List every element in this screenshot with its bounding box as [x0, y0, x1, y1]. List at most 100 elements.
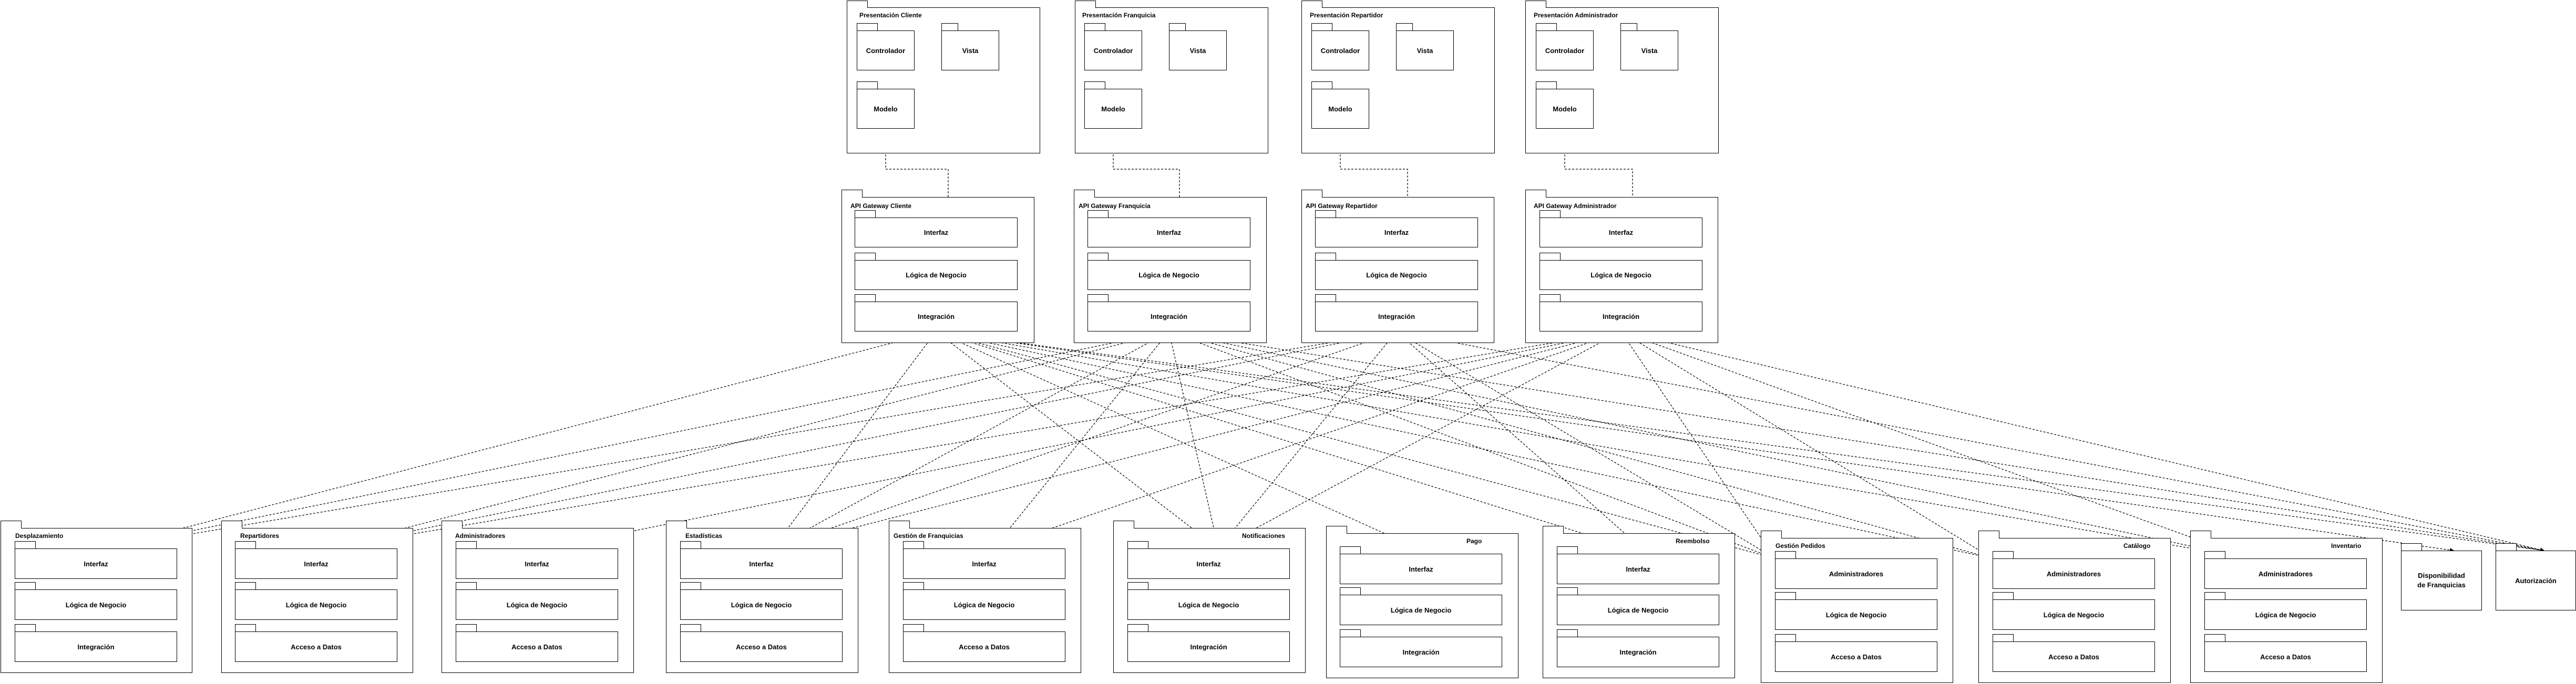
gateway-to-service-arrow	[546, 331, 1621, 550]
package-tab	[2190, 531, 2211, 538]
view-box: Vista	[941, 30, 999, 70]
package-tab	[1557, 587, 1578, 595]
package-tab	[903, 624, 924, 631]
package-tab	[1169, 23, 1186, 30]
gateway-to-service-arrow	[772, 331, 1621, 550]
gateway-to-service-arrow	[936, 331, 1219, 549]
package-title: Repartidores	[240, 532, 280, 540]
gateway-to-service-arrow	[1620, 331, 2544, 552]
gateway-to-service-arrow	[1168, 331, 1993, 559]
package-tab	[1775, 634, 1796, 641]
package-tab	[1993, 592, 2014, 599]
gateway-to-service-arrow	[993, 331, 1621, 550]
package-tab	[1127, 541, 1148, 548]
package-title: API Gateway Cliente	[850, 202, 912, 210]
layer-box: Lógica de Negocio	[1127, 589, 1290, 620]
package-tab	[666, 521, 687, 528]
layer-box: Lógica de Negocio	[1557, 595, 1719, 625]
layer-interfaz-box: Interfaz	[1540, 217, 1702, 247]
gateway-to-service-arrow	[1620, 331, 2250, 559]
package-tab	[1993, 551, 2014, 558]
layer-logica-box: Lógica de Negocio	[1087, 260, 1250, 290]
gateway-to-service-arrow	[772, 331, 1169, 549]
layer-interfaz-box: Interfaz	[855, 217, 1018, 247]
package-tab	[2204, 551, 2225, 558]
layer-box: Lógica de Negocio	[456, 589, 618, 620]
view-box: Vista	[1169, 30, 1227, 70]
package-tab	[1087, 253, 1109, 260]
package-tab	[841, 190, 863, 198]
package-tab	[1311, 81, 1332, 89]
package-tab	[1340, 546, 1361, 554]
layer-box: Interfaz	[15, 548, 177, 579]
gateway-to-service-arrow	[772, 331, 937, 549]
view-box: Vista	[1396, 30, 1454, 70]
package-tab	[1775, 592, 1796, 599]
package-title: Administradores	[455, 532, 506, 540]
gateway-to-service-arrow	[936, 331, 1430, 554]
package-tab	[1557, 629, 1578, 637]
model-box: Modelo	[1536, 89, 1594, 129]
gateway-to-service-arrow	[936, 331, 1993, 560]
package-tab	[680, 624, 701, 631]
package-tab	[1315, 253, 1336, 260]
package-title: API Gateway Repartidor	[1306, 202, 1378, 210]
layer-box: Acceso a Datos	[903, 631, 1065, 662]
layer-box: Acceso a Datos	[1775, 641, 1937, 672]
package-title: API Gateway Franquicia	[1079, 202, 1151, 210]
layer-integracion-box: Integración	[855, 302, 1018, 331]
package-tab	[1075, 1, 1096, 8]
package-title: Presentación Administrador	[1534, 12, 1618, 19]
model-box: Modelo	[1311, 89, 1369, 129]
layer-box: Interfaz	[456, 548, 618, 579]
package-tab	[1084, 23, 1105, 30]
package-title: Presentación Cliente	[859, 12, 922, 19]
layer-box: Lógica de Negocio	[1340, 595, 1502, 625]
gateway-to-service-arrow	[325, 331, 1621, 550]
package-title: Presentación Repartidor	[1310, 12, 1383, 19]
package-tab	[1074, 190, 1095, 198]
package-tab	[221, 521, 242, 528]
gateway-to-service-arrow	[325, 331, 1169, 550]
package-tab	[442, 521, 463, 528]
package-tab	[456, 624, 477, 631]
layer-box: Interfaz	[1340, 554, 1502, 584]
package-tab	[1993, 634, 2014, 641]
layer-box: Interfaz	[235, 548, 397, 579]
layer-box: Integración	[1127, 631, 1290, 662]
gateway-to-service-arrow	[936, 331, 2544, 553]
layer-integracion-box: Integración	[1315, 302, 1478, 331]
layer-box: Acceso a Datos	[680, 631, 843, 662]
layer-box: Lógica de Negocio	[235, 589, 397, 620]
package-title: Pago	[1466, 537, 1482, 545]
layer-box: Lógica de Negocio	[1993, 599, 2155, 630]
gateway-to-service-arrow	[993, 331, 1169, 549]
package-tab	[1396, 23, 1413, 30]
gateway-to-service-arrow	[105, 331, 1169, 550]
package-tab	[235, 624, 256, 631]
package-tab	[889, 521, 910, 528]
package-title: Estadísticas	[685, 532, 723, 540]
package-autorizacion: Autorización	[2496, 551, 2576, 610]
package-tab	[1, 521, 22, 528]
package-tab	[1525, 1, 1546, 8]
package-title: API Gateway Administrador	[1534, 202, 1617, 210]
gateway-to-service-arrow	[105, 331, 937, 550]
controller-box: Controlador	[857, 30, 915, 70]
package-tab	[2401, 543, 2422, 551]
package-tab	[1540, 210, 1561, 217]
layer-box: Interfaz	[1557, 554, 1719, 584]
gateway-to-service-arrow	[325, 331, 1397, 550]
package-title: Reembolso	[1676, 537, 1710, 545]
controller-box: Controlador	[1084, 30, 1142, 70]
package-tab	[1540, 294, 1561, 302]
gateway-to-service-arrow	[1168, 331, 1220, 549]
package-tab	[235, 541, 256, 548]
package-tab	[855, 210, 876, 217]
layer-box: Integración	[1557, 637, 1719, 667]
package-tab	[1340, 587, 1361, 595]
package-tab	[456, 582, 477, 589]
layer-logica-box: Lógica de Negocio	[855, 260, 1018, 290]
package-tab	[1084, 81, 1105, 89]
layer-box: Lógica de Negocio	[680, 589, 843, 620]
